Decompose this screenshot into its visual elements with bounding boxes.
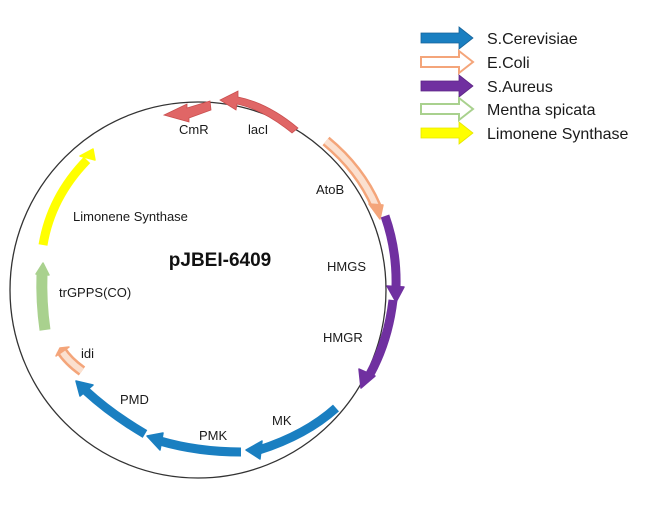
- legend-label-s-cerevisiae: S.Cerevisiae: [487, 31, 578, 48]
- gene-label-pmd: PMD: [120, 392, 149, 407]
- plasmid-backbone-circle: [9, 101, 387, 479]
- gene-arrow-head-idi: [55, 346, 70, 357]
- legend-arrow-mentha-spicata: [420, 95, 475, 123]
- gene-arrow-head-hmgs: [386, 285, 405, 303]
- gene-arrow-head-hmgr: [358, 368, 376, 389]
- gene-arrow-body-pmk: [158, 436, 242, 457]
- gene-label-mk: MK: [272, 413, 292, 428]
- gene-arrow-body-limonene-synthase: [38, 156, 91, 246]
- legend-label-e-coli: E.Coli: [487, 55, 530, 72]
- legend-item-s-cerevisiae: S.Cerevisiae: [420, 26, 578, 50]
- gene-label-idi: idi: [81, 346, 94, 361]
- gene-arrows: [35, 90, 405, 460]
- gene-label-trgpps: trGPPS(CO): [59, 285, 131, 300]
- gene-arrow-body-mk: [257, 404, 340, 455]
- legend-item-mentha-spicata: Mentha spicata: [420, 95, 596, 123]
- gene-label-laci: lacI: [248, 122, 268, 137]
- gene-arrow-head-mk: [245, 440, 263, 460]
- legend-label-s-aureus: S.Aureus: [487, 79, 553, 96]
- legend-arrow-e-coli: [420, 48, 475, 76]
- gene-label-hmgr: HMGR: [323, 330, 363, 345]
- gene-arrow-body-hmgr: [365, 299, 398, 379]
- gene-arrow-head-limonene-synthase: [79, 148, 96, 161]
- gene-label-atob: AtoB: [316, 182, 344, 197]
- legend-item-e-coli: E.Coli: [420, 48, 530, 76]
- legend-arrow-s-cerevisiae: [420, 26, 474, 50]
- gene-arrow-body-hmgs: [380, 214, 401, 288]
- gene-arrow-head-atob: [368, 203, 384, 220]
- plasmid-name: pJBEI-6409: [169, 250, 271, 271]
- gene-arrow-head-pmk: [146, 432, 164, 451]
- legend: S.Cerevisiae E.Coli S.Aureus Mentha spic…: [420, 26, 629, 145]
- gene-arrow-body-pmd: [82, 387, 148, 438]
- legend-label-limonene-synthase: Limonene Synthase: [487, 126, 629, 143]
- gene-arrow-head-pmd: [75, 380, 94, 397]
- legend-label-mentha-spicata: Mentha spicata: [487, 102, 596, 119]
- gene-labels: CmR lacI AtoB HMGS HMGR MK PMK PMD idi t…: [59, 122, 366, 443]
- gene-arrow-cmr: [162, 100, 212, 123]
- legend-arrow-s-aureus: [420, 74, 474, 98]
- gene-arrow-head-trgpps-co: [35, 262, 50, 276]
- gene-arrow-inner-atob: [324, 138, 379, 208]
- gene-label-limonene-synthase: Limonene Synthase: [73, 209, 188, 224]
- gene-arrow-body-trgpps-co: [36, 272, 51, 331]
- legend-item-limonene-synthase: Limonene Synthase: [420, 121, 629, 145]
- gene-label-cmr: CmR: [179, 122, 209, 137]
- legend-item-s-aureus: S.Aureus: [420, 74, 553, 98]
- gene-label-hmgs: HMGS: [327, 259, 366, 274]
- legend-arrow-limonene-synthase: [420, 121, 474, 145]
- gene-arrow-laci: [219, 90, 299, 134]
- gene-label-pmk: PMK: [199, 428, 228, 443]
